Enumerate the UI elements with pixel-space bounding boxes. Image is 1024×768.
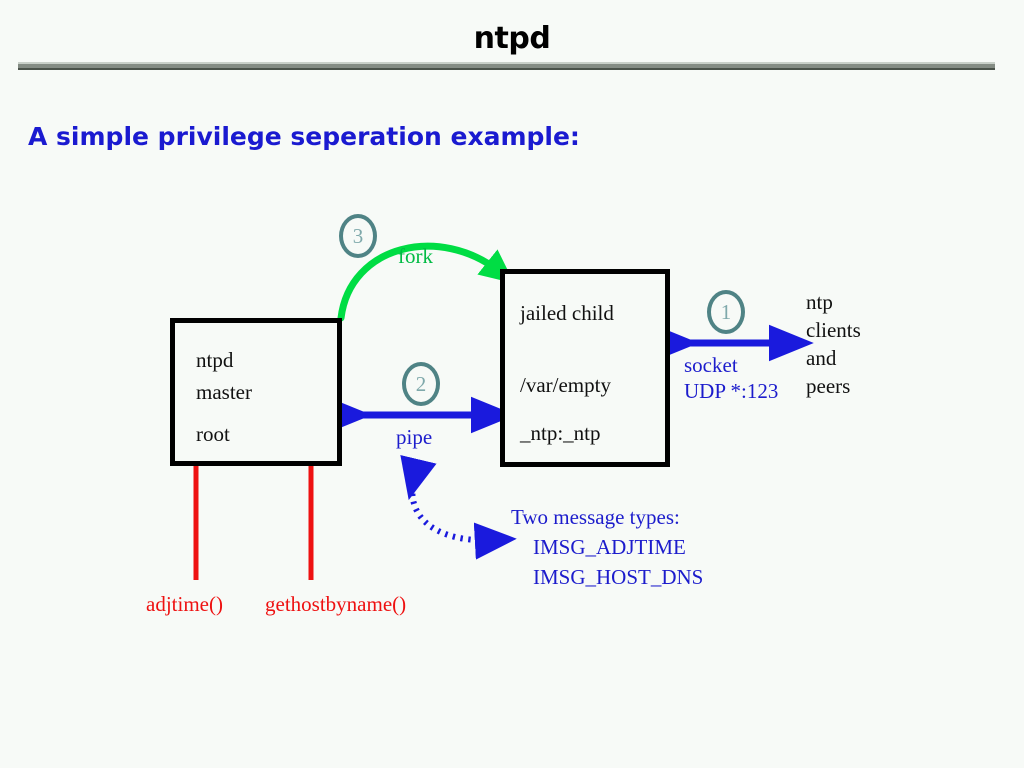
message-types-heading: Two message types: <box>511 505 680 529</box>
ntp-clients-line-3: and <box>806 346 837 370</box>
ntp-clients-peers-text: ntp clients and peers <box>806 288 861 400</box>
step-badge-2: 2 <box>402 362 440 406</box>
socket-label: socket <box>684 353 738 377</box>
child-line-user: _ntp:_ntp <box>520 421 601 445</box>
message-types-block: Two message types: IMSG_ADJTIME IMSG_HOS… <box>511 502 703 592</box>
process-box-jailed-child <box>500 269 670 467</box>
syscall-label-adjtime: adjtime() <box>146 592 223 616</box>
step-badge-1: 1 <box>707 290 745 334</box>
step-badge-3: 3 <box>339 214 377 258</box>
ntp-clients-line-1: ntp <box>806 290 833 314</box>
master-line-role: master <box>196 380 252 404</box>
imsg-dotted-arrow <box>400 455 517 560</box>
fork-label: fork <box>398 244 433 268</box>
master-line-user: root <box>196 422 230 446</box>
child-line-name: jailed child <box>520 301 614 325</box>
ntp-clients-line-2: clients <box>806 318 861 342</box>
page-title: ntpd <box>473 21 551 56</box>
socket-sublabel: UDP *:123 <box>684 379 779 403</box>
title-divider <box>18 62 995 70</box>
process-box-master <box>170 318 342 466</box>
pipe-label: pipe <box>396 425 433 449</box>
master-line-name: ntpd <box>196 348 234 372</box>
message-type-adjtime: IMSG_ADJTIME <box>533 535 686 559</box>
syscall-label-gethostbyname: gethostbyname() <box>265 592 407 616</box>
message-type-host-dns: IMSG_HOST_DNS <box>533 565 704 589</box>
subtitle-text: A simple privilege seperation example: <box>28 122 580 151</box>
child-line-chroot: /var/empty <box>520 373 611 397</box>
ntp-clients-line-4: peers <box>806 374 851 398</box>
